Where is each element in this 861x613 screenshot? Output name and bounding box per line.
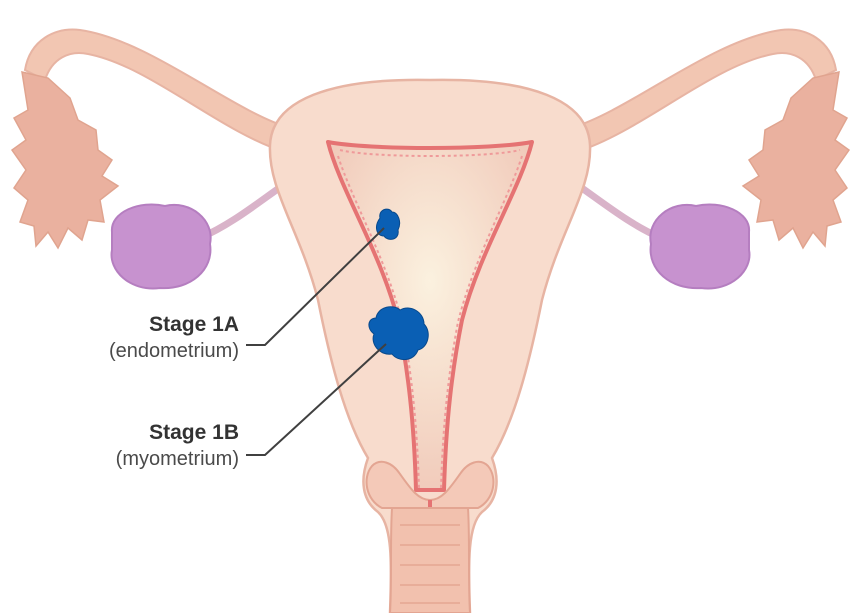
right-ovarian-ligament	[579, 186, 661, 238]
left-ovary	[112, 204, 211, 288]
stage-1a-title: Stage 1A	[109, 312, 239, 338]
stage-1b-layer: (myometrium)	[116, 446, 239, 472]
tumor-stage-1a	[377, 209, 400, 239]
stage-1a-layer: (endometrium)	[109, 338, 239, 364]
left-fimbriae	[12, 72, 118, 248]
left-ovarian-ligament	[200, 186, 282, 238]
stage-1a-label: Stage 1A (endometrium)	[109, 312, 239, 364]
right-ovary	[650, 204, 749, 288]
stage-1b-label: Stage 1B (myometrium)	[116, 420, 239, 472]
right-fimbriae	[743, 72, 849, 248]
stage-1b-title: Stage 1B	[116, 420, 239, 446]
vagina	[390, 508, 470, 613]
